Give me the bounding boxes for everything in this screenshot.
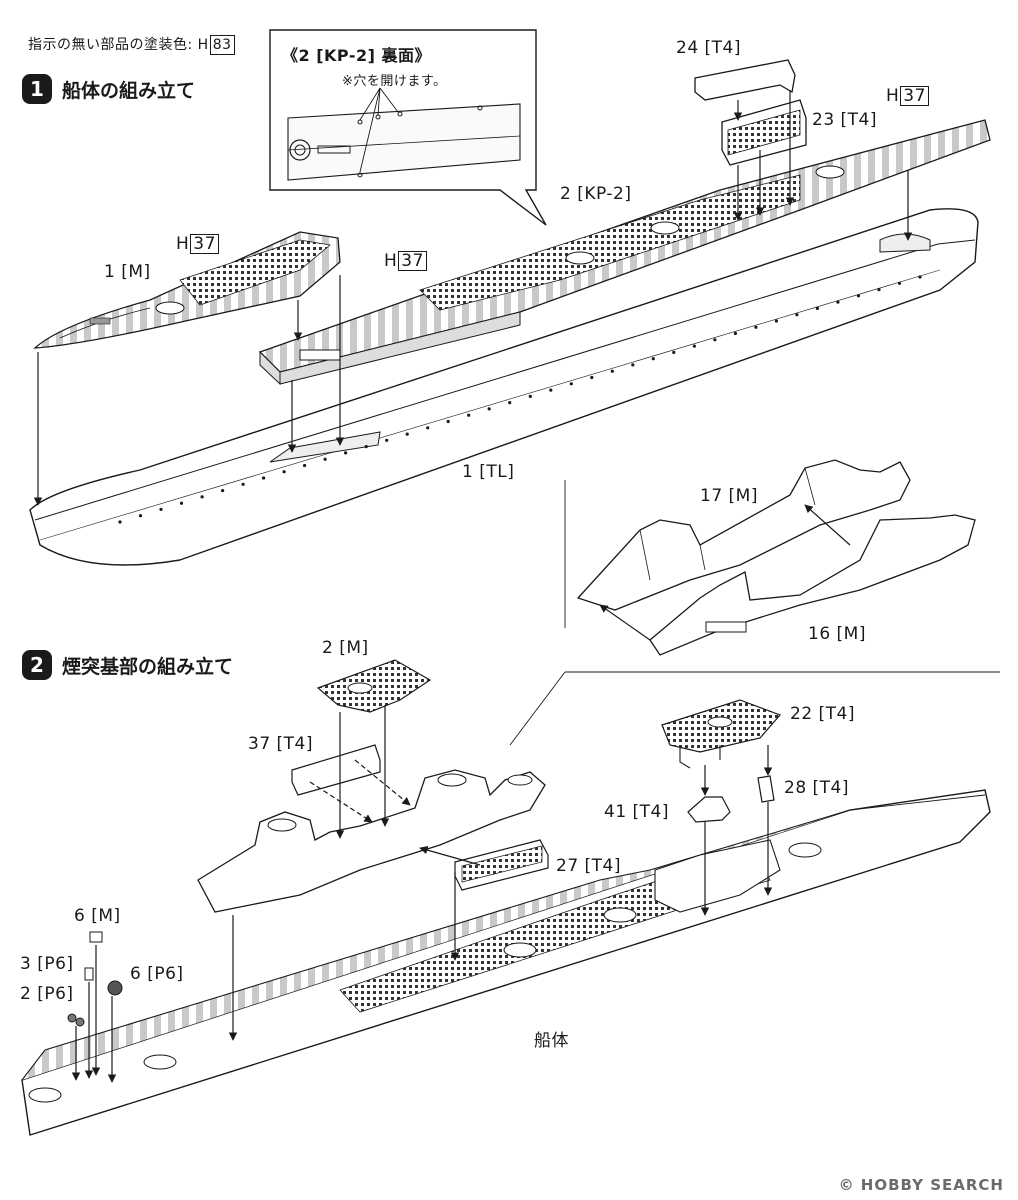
porthole [569,382,573,386]
porthole [467,413,471,417]
porthole [446,419,450,424]
step-1-title: 1 船体の組み立て [22,74,195,104]
porthole [692,344,697,348]
porthole [179,501,184,505]
label-hull: 船体 [534,1031,569,1051]
porthole [528,394,532,398]
label-2-m: 2 [M] [322,638,369,658]
label-1-tl: 1 [TL] [462,462,515,482]
porthole [405,432,409,436]
label-24-t4: 24 [T4] [676,38,742,58]
label-41-t4: 41 [T4] [604,802,670,822]
porthole [610,369,614,373]
porthole [549,388,553,392]
part-2-m [316,659,432,713]
porthole [508,401,512,405]
hull-portholes [118,275,922,524]
funnel-base-assembly [197,769,546,913]
inset-title: 《2 [KP-2] 裏面》 [282,46,432,65]
porthole [815,306,820,310]
porthole [282,470,286,474]
porthole [754,325,758,329]
porthole [590,375,594,380]
label-1-m: 1 [M] [104,262,151,282]
part-37-t4 [291,744,381,796]
porthole [303,463,307,468]
label-17-m: 17 [M] [700,486,758,506]
small-parts-2-3-6 [67,931,123,1027]
label-22-t4: 22 [T4] [790,704,856,724]
label-37-t4: 37 [T4] [248,734,314,754]
porthole [795,313,799,317]
porthole [200,495,204,499]
step-1-badge: 1 [22,74,52,104]
porthole [897,281,902,285]
step1-arrows [33,90,913,506]
part-23-t4 [721,99,807,166]
part-24-t4 [694,59,796,101]
label-23-t4: 23 [T4] [812,110,878,130]
label-2-kp2: 2 [KP-2] [560,184,632,204]
porthole [241,482,245,486]
porthole [856,294,861,298]
porthole [159,507,163,511]
porthole [836,300,840,304]
label-28-t4: 28 [T4] [784,778,850,798]
label-27-t4: 27 [T4] [556,856,622,876]
inset-kp2-underside [269,29,547,226]
porthole [487,407,491,411]
porthole [385,438,389,442]
porthole [262,476,266,480]
step-1-label: 船体の組み立て [62,79,196,102]
porthole [733,331,738,336]
inset-note: ※穴を開けます。 [342,74,447,89]
porthole [918,275,922,279]
porthole [713,338,717,342]
porthole [344,451,348,455]
hole-circle [289,139,311,161]
sub-arrows [599,504,851,641]
porthole [118,520,122,524]
label-6-m: 6 [M] [74,906,121,926]
step-2-badge: 2 [22,650,52,680]
porthole [138,514,143,518]
sub-assembly-frame [509,480,1000,746]
part-41-t4 [687,796,731,823]
watermark: © HOBBY SEARCH [838,1176,1004,1194]
label-2-p6: 2 [P6] [20,984,74,1004]
porthole [426,426,430,430]
step-2-title: 2 煙突基部の組み立て [22,650,233,680]
paint-note-code: 83 [209,35,235,55]
porthole [631,363,635,367]
porthole [221,489,225,493]
label-6-p6: 6 [P6] [130,964,184,984]
step-2-label: 煙突基部の組み立て [62,655,234,678]
hull-step2 [21,789,991,1136]
label-3-p6: 3 [P6] [20,954,74,974]
bow-deck-1m [33,231,341,349]
paint-note-prefix: 指示の無い部品の塗装色: H [28,37,209,53]
porthole [364,445,368,449]
porthole [774,319,779,323]
hull-lower-1tl [29,208,979,566]
porthole [323,457,327,461]
porthole [672,350,676,354]
part-22-t4 [661,699,782,769]
part-27-t4 [454,839,549,891]
porthole [877,288,881,292]
part-28-t4 [757,775,775,803]
part-17-m [576,459,911,611]
part-16-m [649,514,976,656]
porthole [651,357,655,361]
step2-arrows [71,705,773,1083]
label-16-m: 16 [M] [808,624,866,644]
